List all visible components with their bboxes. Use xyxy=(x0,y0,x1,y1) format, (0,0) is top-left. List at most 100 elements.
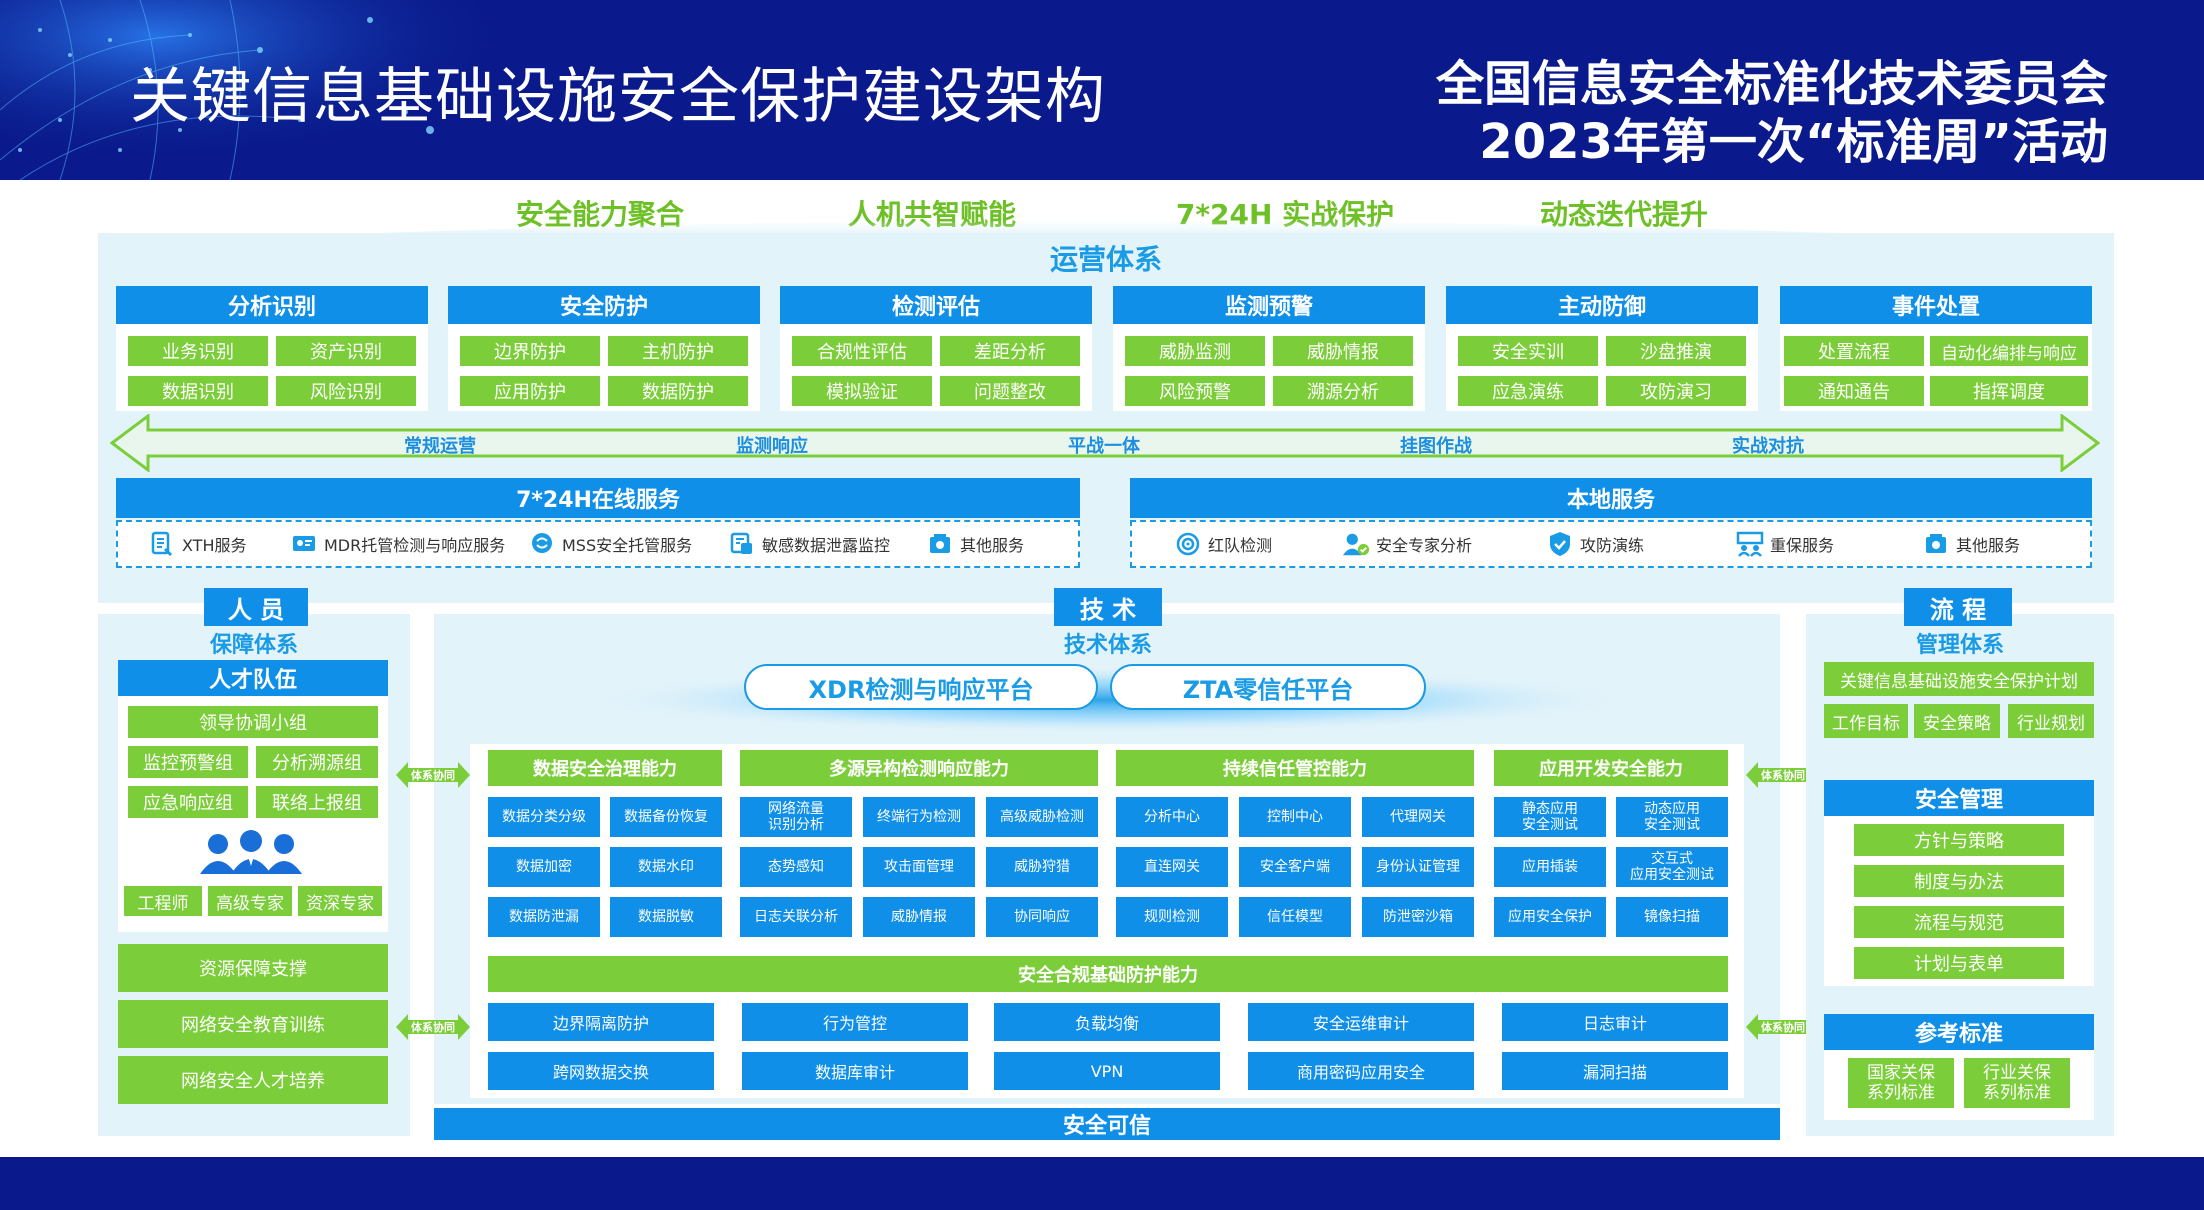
online-service-item: 敏感数据泄露监控 xyxy=(728,522,890,566)
tech-subtitle: 技术体系 xyxy=(1063,633,1152,658)
local-service-item: 重保服务 xyxy=(1736,522,1834,566)
category-item: 模拟验证 xyxy=(792,376,932,406)
online-service-box: XTH服务 MDR托管检测与响应服务 MSS安全托管服务 敏感数据泄露监控 其他… xyxy=(116,520,1080,568)
online-service-item: MSS安全托管服务 xyxy=(528,522,692,566)
category-assessment: 检测评估 合规性评估 差距分析 模拟验证 问题整改 xyxy=(780,286,1092,411)
capability-item: 身份认证管理 xyxy=(1362,847,1474,887)
local-service-item: 攻防演练 xyxy=(1546,522,1644,566)
event-name: 2023年第一次“标准周”活动 xyxy=(1479,114,2108,170)
management-item: 计划与表单 xyxy=(1854,947,2064,979)
base-capability-title: 安全合规基础防护能力 xyxy=(488,956,1728,992)
service-box-icon xyxy=(926,530,954,558)
coordination-label: 体系协同 xyxy=(1761,769,1805,782)
capability-item: 数据脱敏 xyxy=(610,897,722,937)
tech-tag: 技 术 xyxy=(1054,588,1162,626)
capability-item: 动态应用 安全测试 xyxy=(1616,797,1728,837)
category-analysis: 分析识别 业务识别 资产识别 数据识别 风险识别 xyxy=(116,286,428,411)
capability-item: 直连网关 xyxy=(1116,847,1228,887)
base-capability-item: 商用密码应用安全 xyxy=(1248,1052,1474,1090)
category-item: 应用防护 xyxy=(460,376,600,406)
expert-level: 资深专家 xyxy=(298,886,382,916)
category-item: 沙盘推演 xyxy=(1606,336,1746,366)
capability-item: 分析中心 xyxy=(1116,797,1228,837)
globe-graphic xyxy=(0,0,520,180)
capability-item: 协同响应 xyxy=(986,897,1098,937)
capability-item: 镜像扫描 xyxy=(1616,897,1728,937)
team-group: 监控预警组 xyxy=(128,746,248,778)
brain-icon xyxy=(528,530,556,558)
management-item: 流程与规范 xyxy=(1854,906,2064,938)
reference-standard-title: 参考标准 xyxy=(1824,1014,2094,1050)
security-trusted-bar: 安全可信 xyxy=(434,1108,1780,1140)
category-protection: 安全防护 边界防护 主机防护 应用防护 数据防护 xyxy=(448,286,760,411)
category-item: 处置流程 xyxy=(1784,336,1924,366)
mode-label: 挂图作战 xyxy=(1400,436,1472,457)
category-item: 风险预警 xyxy=(1125,376,1265,406)
capability-item: 应用安全保护 xyxy=(1494,897,1606,937)
team-group: 应急响应组 xyxy=(128,786,248,818)
capability-item: 数据水印 xyxy=(610,847,722,887)
category-item: 通知通告 xyxy=(1784,376,1924,406)
reference-standard: 国家关保 系列标准 xyxy=(1848,1058,1954,1108)
reference-standard: 行业关保 系列标准 xyxy=(1964,1058,2070,1108)
category-incident-response: 事件处置 处置流程 自动化编排与响应 通知通告 指挥调度 xyxy=(1780,286,2092,411)
zta-platform: ZTA零信任平台 xyxy=(1110,664,1426,710)
capability-item: 数据备份恢复 xyxy=(610,797,722,837)
category-item: 威胁监测 xyxy=(1125,336,1265,366)
coordination-arrow: 体系协同 xyxy=(1746,760,1820,790)
category-item: 安全实训 xyxy=(1458,336,1598,366)
double-arrow xyxy=(110,414,2100,472)
category-item: 边界防护 xyxy=(460,336,600,366)
category-title: 分析识别 xyxy=(116,286,428,324)
coordination-arrow: 体系协同 xyxy=(1746,1012,1820,1042)
shield-check-icon xyxy=(1546,530,1574,558)
base-capability-item: 日志审计 xyxy=(1502,1003,1728,1041)
capability-item: 日志关联分析 xyxy=(740,897,852,937)
base-capability-item: 负载均衡 xyxy=(994,1003,1220,1041)
category-item: 指挥调度 xyxy=(1930,376,2088,406)
category-item: 自动化编排与响应 xyxy=(1930,336,2088,366)
capability-item: 信任模型 xyxy=(1239,897,1351,937)
expert-level: 工程师 xyxy=(124,886,202,916)
security-management-title: 安全管理 xyxy=(1824,780,2094,816)
plan-item: 行业规划 xyxy=(2008,704,2094,738)
service-box-icon xyxy=(1922,530,1950,558)
category-item: 应急演练 xyxy=(1458,376,1598,406)
capability-item: 静态应用 安全测试 xyxy=(1494,797,1606,837)
platform-glow xyxy=(580,666,1640,734)
process-subtitle: 管理体系 xyxy=(1915,633,2004,658)
support-item: 网络安全人才培养 xyxy=(118,1056,388,1104)
page-title: 关键信息基础设施安全保护建设架构 xyxy=(130,62,1106,132)
team-group: 分析溯源组 xyxy=(256,746,378,778)
support-item: 网络安全教育训练 xyxy=(118,1000,388,1048)
capability-title: 应用开发安全能力 xyxy=(1494,750,1728,786)
category-item: 数据识别 xyxy=(128,376,268,406)
header-banner: 关键信息基础设施安全保护建设架构 全国信息安全标准化技术委员会 2023年第一次… xyxy=(0,0,2204,180)
capability-title: 多源异构检测响应能力 xyxy=(740,750,1098,786)
coordination-label: 体系协同 xyxy=(411,769,455,782)
capability-title: 数据安全治理能力 xyxy=(488,750,722,786)
base-capability-item: 安全运维审计 xyxy=(1248,1003,1474,1041)
expert-level: 高级专家 xyxy=(208,886,292,916)
local-service-title: 本地服务 xyxy=(1130,478,2092,518)
talent-team-box: 领导协调小组 监控预警组 分析溯源组 应急响应组 联络上报组 工程师 高级专家 … xyxy=(118,696,388,932)
people-tag: 人 员 xyxy=(204,588,308,626)
local-service-item: 其他服务 xyxy=(1922,522,2020,566)
coordination-label: 体系协同 xyxy=(411,1021,455,1034)
plan-item: 安全策略 xyxy=(1914,704,2000,738)
mode-label: 实战对抗 xyxy=(1732,436,1804,457)
organizer-name: 全国信息安全标准化技术委员会 xyxy=(1435,56,2108,112)
coordination-arrow: 体系协同 xyxy=(396,1012,470,1042)
coordination-arrow: 体系协同 xyxy=(396,760,470,790)
category-item: 数据防护 xyxy=(608,376,748,406)
document-icon xyxy=(148,530,176,558)
security-management-box: 方针与策略 制度与办法 流程与规范 计划与表单 xyxy=(1824,816,2094,986)
protection-plan: 关键信息基础设施安全保护计划 xyxy=(1824,662,2094,696)
category-title: 事件处置 xyxy=(1780,286,2092,324)
capability-item: 数据防泄漏 xyxy=(488,897,600,937)
capability-item: 网络流量 识别分析 xyxy=(740,797,852,837)
capability-item: 安全客户端 xyxy=(1239,847,1351,887)
data-monitor-icon xyxy=(728,530,756,558)
mode-label: 监测响应 xyxy=(736,436,808,457)
category-item: 威胁情报 xyxy=(1273,336,1413,366)
